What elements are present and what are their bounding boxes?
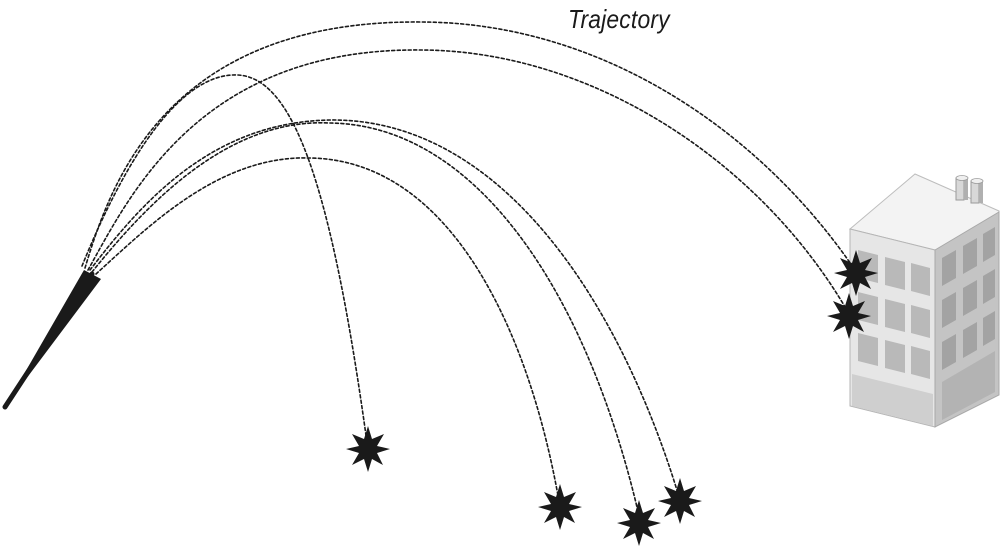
- chimneys: [955, 175, 984, 204]
- impact-star-icon: [617, 500, 661, 546]
- trajectory-path-5: [91, 122, 641, 521]
- trajectory-path-2: [87, 49, 849, 313]
- impact-star-icon: [827, 293, 871, 339]
- trajectory-path-3: [81, 74, 369, 451]
- impact-star-icon: [658, 478, 702, 524]
- impact-star-icon: [834, 250, 878, 296]
- launch-origin: [2, 270, 101, 410]
- impact-star-icon: [538, 484, 582, 530]
- trajectory-path-1: [84, 21, 856, 271]
- building-windows-front: [852, 250, 933, 426]
- impact-star-icon: [346, 426, 390, 472]
- building-windows-side: [942, 227, 995, 420]
- trajectory-path-4: [89, 119, 681, 501]
- building-target: [848, 173, 1000, 428]
- trajectory-paths: [81, 21, 856, 521]
- trajectory-label: Trajectory: [568, 4, 670, 34]
- impact-markers: [346, 250, 878, 546]
- trajectory-path-6: [95, 157, 561, 508]
